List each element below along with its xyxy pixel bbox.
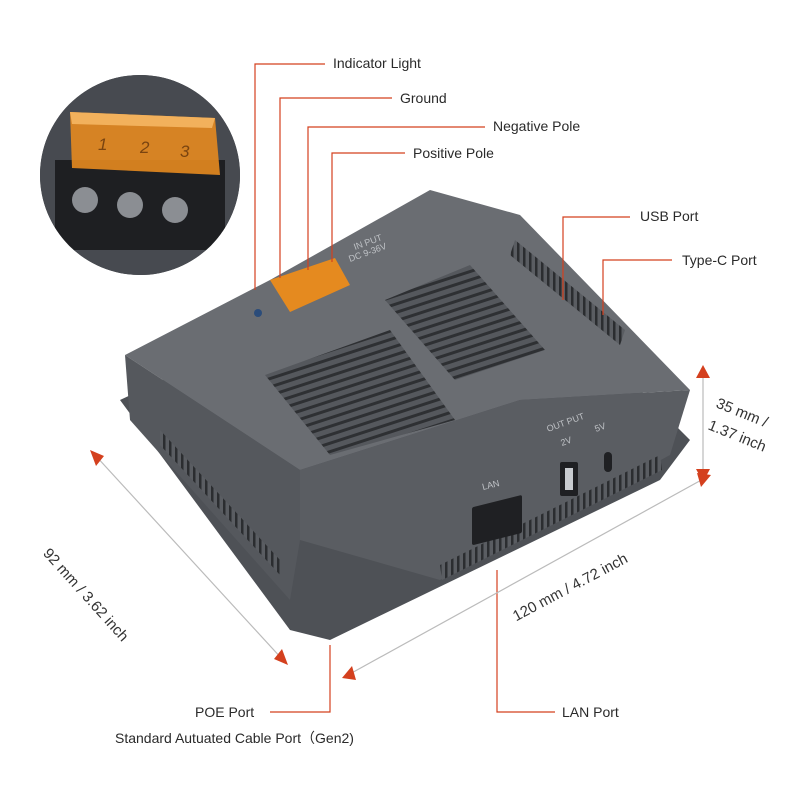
terminal-label-3: 3: [180, 142, 190, 161]
poe-port-label: POE Port: [195, 704, 255, 720]
positive-pole-label: Positive Pole: [413, 145, 494, 161]
leader-lines: [254, 63, 672, 713]
type-c-port-label: Type-C Port: [682, 252, 757, 268]
dimension-arrows: [90, 365, 711, 680]
standard-cable-port-label: Standard Autuated Cable Port（Gen2): [115, 730, 354, 746]
terminal-label-1: 1: [98, 135, 107, 154]
ground-label: Ground: [400, 90, 447, 106]
lan-port-label: LAN Port: [562, 704, 619, 720]
usb-port-label: USB Port: [640, 208, 699, 224]
output-5v-marking: 5V: [593, 421, 607, 434]
lan-marking: LAN: [481, 478, 500, 492]
indicator-light-label: Indicator Light: [333, 55, 421, 71]
negative-pole-label: Negative Pole: [493, 118, 581, 134]
terminal-inset-photo: 1 2 3: [40, 75, 240, 275]
output-2v-marking: 2V: [559, 435, 573, 448]
terminal-label-2: 2: [139, 138, 150, 157]
device-body: [120, 190, 690, 640]
